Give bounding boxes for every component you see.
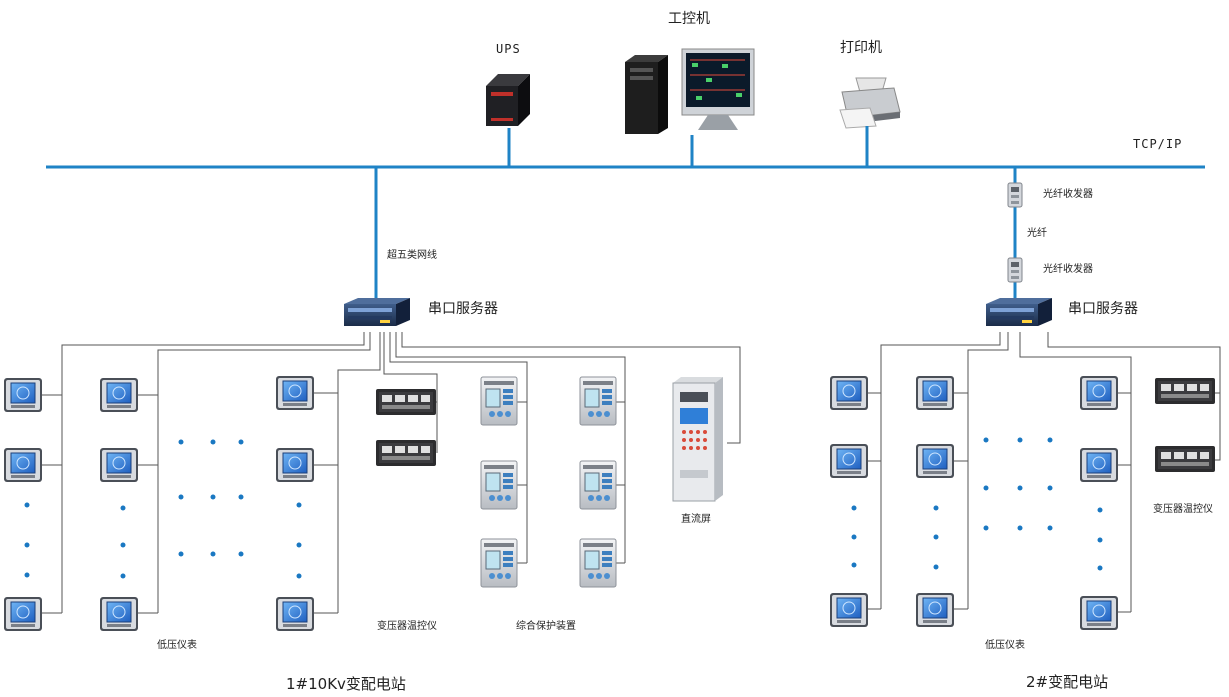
printer-icon — [839, 77, 901, 129]
meter-icon — [1079, 447, 1119, 483]
cat5-label: 超五类网线 — [387, 250, 437, 261]
meter-icon — [3, 377, 43, 413]
tcpip-label: TCP/IP — [1133, 137, 1183, 151]
ellipsis-dots — [851, 437, 1103, 571]
temp-controller-icon — [1155, 446, 1215, 472]
meter-icon — [99, 377, 139, 413]
printer-label: 打印机 — [840, 40, 882, 56]
fiber-label: 光纤 — [1027, 228, 1047, 239]
transformer-temp-2-label: 变压器温控仪 — [1153, 504, 1213, 515]
fiber-transceiver-bottom-label: 光纤收发器 — [1043, 264, 1093, 275]
meter-icon — [99, 447, 139, 483]
temp-controller-icon — [376, 389, 436, 415]
station-1-wiring — [40, 332, 741, 614]
serial-server-2-icon — [986, 298, 1052, 326]
meter-icon — [1079, 595, 1119, 631]
meter-icon — [829, 443, 869, 479]
station-2-wiring — [866, 332, 1221, 613]
serial-server-2-label: 串口服务器 — [1068, 301, 1138, 317]
dc-panel-label: 直流屏 — [681, 514, 711, 525]
fiber-transceiver-bottom-icon — [1007, 257, 1023, 283]
protection-device-icon — [480, 460, 518, 510]
protection-device-label: 综合保护装置 — [516, 621, 576, 632]
temp-controller-icon — [1155, 378, 1215, 404]
tcpip-bus — [46, 126, 1205, 298]
dc-panel-icon — [672, 377, 723, 502]
station-2-label: 2#变配电站 — [1026, 673, 1109, 691]
meter-icon — [829, 592, 869, 628]
protection-device-icon — [480, 376, 518, 426]
low-voltage-meter-2-label: 低压仪表 — [985, 640, 1025, 651]
protection-device-icon — [579, 538, 617, 588]
meter-icon — [829, 375, 869, 411]
fiber-transceiver-top-label: 光纤收发器 — [1043, 189, 1093, 200]
ipc-label: 工控机 — [668, 11, 710, 27]
meter-icon — [275, 447, 315, 483]
serial-server-1-icon — [344, 298, 410, 326]
protection-device-icon — [480, 538, 518, 588]
station-1-label: 1#10Kv变配电站 — [286, 675, 406, 693]
meter-icon — [275, 596, 315, 632]
ups-label: UPS — [496, 42, 521, 56]
low-voltage-meter-1-label: 低压仪表 — [157, 640, 197, 651]
fiber-transceiver-top-icon — [1007, 182, 1023, 208]
protection-device-icon — [579, 376, 617, 426]
meter-icon — [3, 596, 43, 632]
meter-icon — [99, 596, 139, 632]
ellipsis-dots — [24, 439, 302, 579]
industrial-pc-icon — [625, 48, 755, 134]
protection-device-icon — [579, 460, 617, 510]
meter-icon — [915, 375, 955, 411]
meter-icon — [3, 447, 43, 483]
serial-server-1-label: 串口服务器 — [428, 301, 498, 317]
meter-icon — [915, 592, 955, 628]
meter-icon — [275, 375, 315, 411]
meter-icon — [1079, 375, 1119, 411]
temp-controller-icon — [376, 440, 436, 466]
meter-icon — [915, 443, 955, 479]
transformer-temp-1-label: 变压器温控仪 — [377, 621, 437, 632]
ups-icon — [486, 74, 530, 126]
